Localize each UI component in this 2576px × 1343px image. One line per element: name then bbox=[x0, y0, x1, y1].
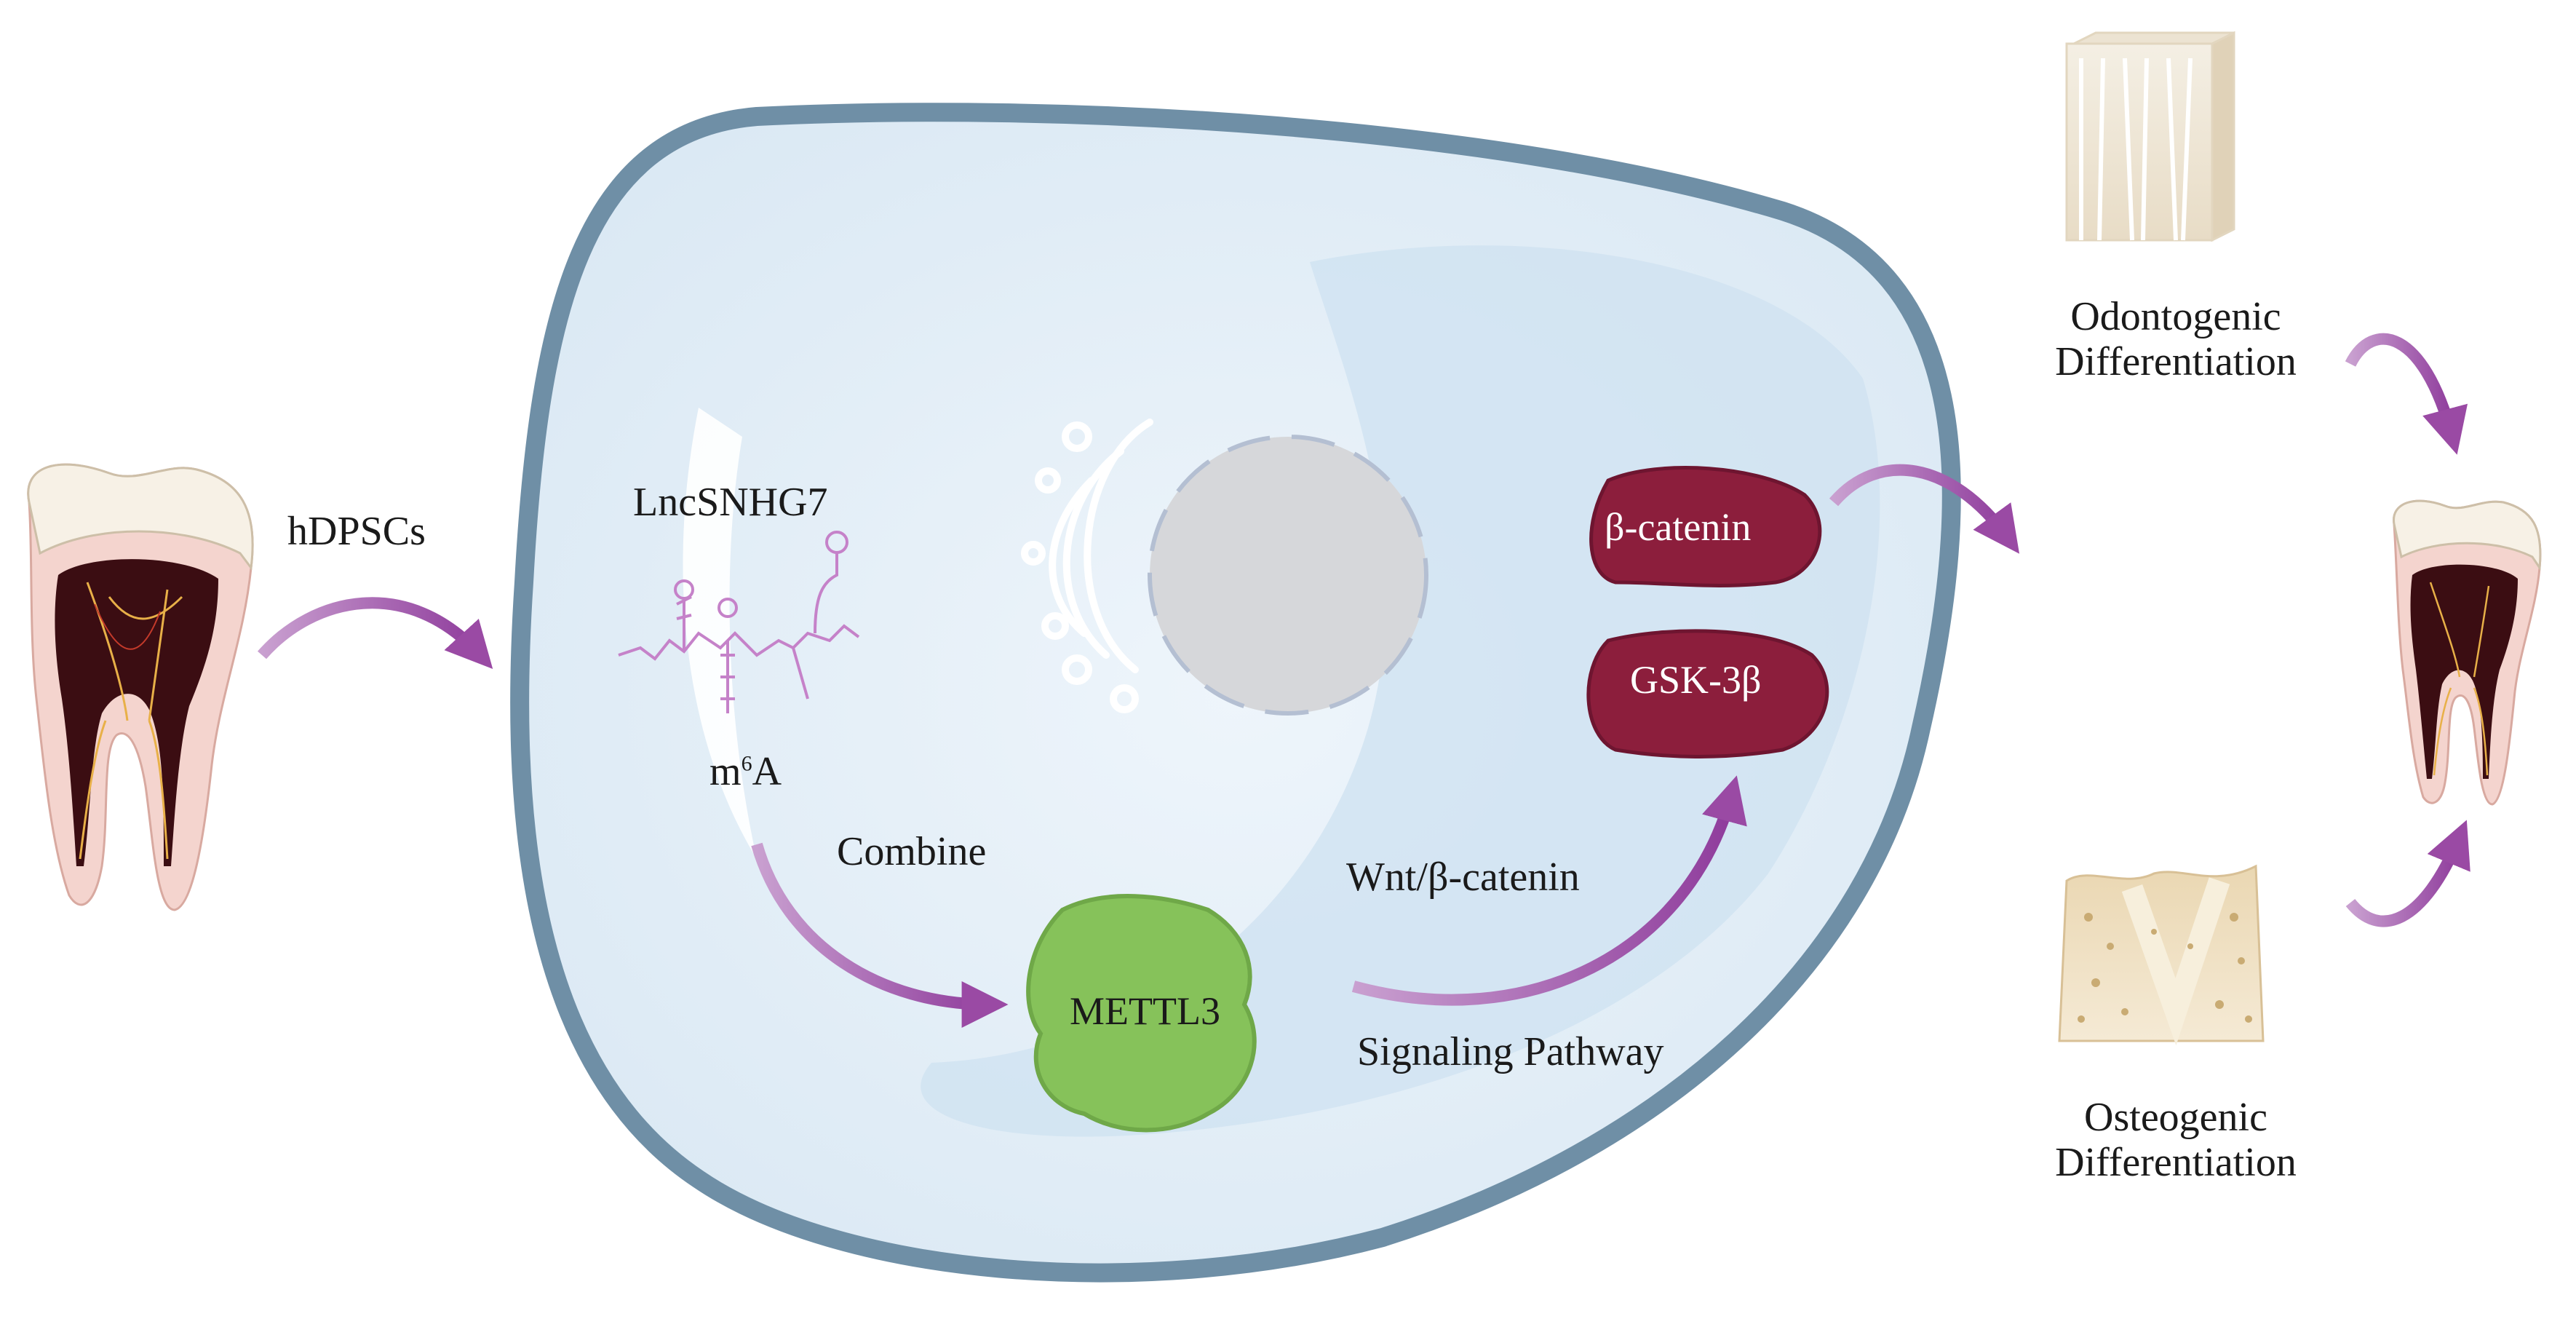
arrow-m6a-to-mettl3 bbox=[751, 842, 1009, 1028]
label-combine: Combine bbox=[837, 829, 987, 874]
label-osteogenic: Osteogenic Differentiation bbox=[1994, 1095, 2358, 1185]
label-wnt-beta-catenin: Wnt/β-catenin bbox=[1346, 855, 1580, 900]
label-osteogenic-line2: Differentiation bbox=[2055, 1139, 2297, 1185]
nucleus-envelope-region bbox=[921, 245, 1880, 1137]
bone-tissue bbox=[2058, 864, 2265, 1046]
label-gsk3b: GSK-3β bbox=[1630, 658, 1762, 702]
label-lncsnhg7: LncSNHG7 bbox=[633, 480, 828, 525]
label-signaling-pathway: Signaling Pathway bbox=[1357, 1029, 1664, 1074]
label-odontogenic-line1: Odontogenic bbox=[2070, 294, 2281, 339]
label-odontogenic: Odontogenic Differentiation bbox=[1994, 294, 2358, 384]
arrow-osteogenic-to-tooth bbox=[2345, 820, 2470, 927]
arrow-odontogenic-to-tooth bbox=[2345, 333, 2468, 455]
label-osteogenic-line1: Osteogenic bbox=[2084, 1095, 2267, 1140]
lncrna-structure bbox=[618, 531, 860, 713]
mettl3-protein bbox=[1026, 894, 1257, 1133]
label-m6a-a: A bbox=[752, 749, 782, 794]
beta-catenin-protein bbox=[1589, 466, 1822, 587]
label-hdpscs: hDPSCs bbox=[287, 509, 426, 554]
tooth-left bbox=[27, 463, 254, 911]
arrow-cell-to-differentiation bbox=[1829, 464, 2020, 554]
label-beta-catenin: β-catenin bbox=[1605, 505, 1752, 549]
nucleus bbox=[1148, 435, 1428, 716]
golgi-apparatus bbox=[1021, 419, 1153, 713]
label-mettl3: METTL3 bbox=[1070, 989, 1220, 1033]
label-m6a: m6A bbox=[709, 749, 782, 795]
label-m6a-superscript: 6 bbox=[741, 751, 752, 776]
gsk3b-protein bbox=[1586, 629, 1829, 758]
arrow-tooth-to-cell bbox=[257, 597, 493, 669]
tooth-right bbox=[2393, 499, 2542, 806]
arrow-wnt-pathway bbox=[1351, 775, 1747, 1006]
label-m6a-m: m bbox=[709, 749, 742, 794]
label-odontogenic-line2: Differentiation bbox=[2055, 338, 2297, 384]
dentin-tissue bbox=[2065, 31, 2235, 242]
